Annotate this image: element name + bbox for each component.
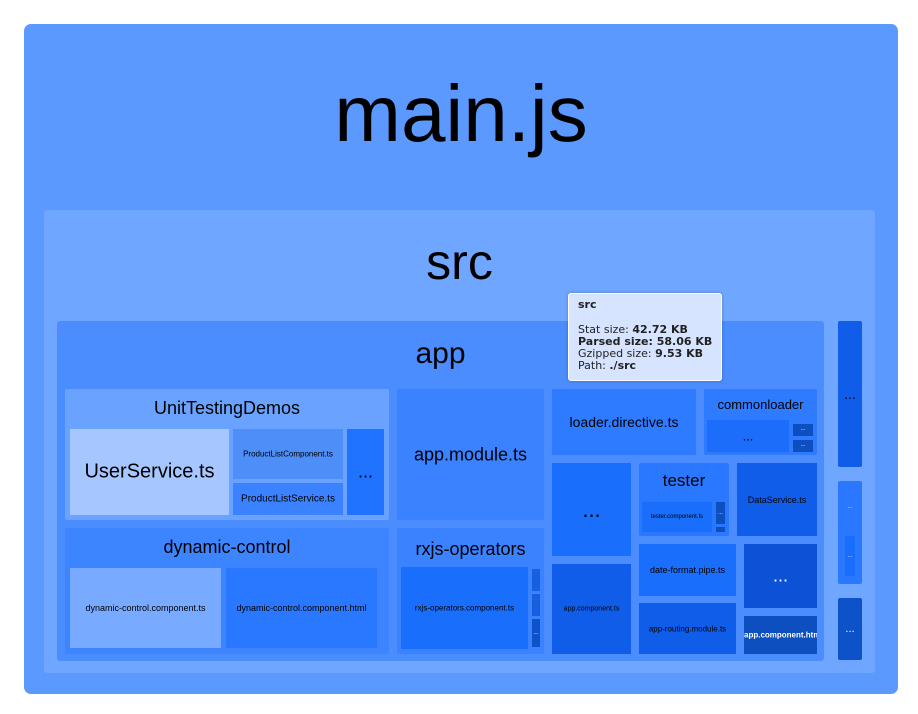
commonloader-label: commonloader bbox=[717, 397, 804, 412]
tooltip-parsed-row: Parsed size: 58.06 KB bbox=[578, 336, 712, 348]
tooltip-gzip-value: 9.53 KB bbox=[655, 347, 703, 360]
unit-testing-demos-label: UnitTestingDemos bbox=[153, 398, 301, 418]
loader-directive-label: loader.directive.ts bbox=[569, 414, 679, 430]
treemap-cell-dynamic-control-component-ts[interactable]: dynamic-control.component.ts bbox=[70, 568, 221, 648]
src-more-3-label: ... bbox=[845, 623, 855, 635]
dynamic-control-component-ts-label: dynamic-control.component.ts bbox=[85, 603, 206, 613]
treemap-cell-data-service[interactable]: DataService.ts bbox=[737, 463, 817, 536]
treemap-cell-src-more-1[interactable]: ... bbox=[838, 321, 862, 467]
rxjs-operators-component-label: rxjs-operators.component.ts bbox=[414, 603, 515, 613]
treemap-cell-user-service[interactable]: UserService.ts bbox=[70, 429, 229, 515]
treemap-cell-src-more-3[interactable]: ... bbox=[838, 598, 862, 660]
treemap-cell-commonloader-small-1[interactable]: ... bbox=[793, 424, 813, 436]
app-component-ts-label: app.component.ts bbox=[563, 605, 620, 613]
tooltip-path-label: Path: bbox=[578, 359, 610, 372]
treemap-cell-rxjs-operators-component[interactable]: rxjs-operators.component.ts bbox=[401, 567, 528, 649]
tooltip-gzip-row: Gzipped size: 9.53 KB bbox=[578, 348, 712, 360]
treemap-cell-app-component-ts[interactable]: app.component.ts bbox=[552, 564, 631, 654]
app-label: app bbox=[415, 337, 466, 370]
treemap-cell-app-module[interactable]: app.module.ts bbox=[397, 389, 544, 520]
treemap-cell-rxjs-small-2[interactable] bbox=[532, 594, 540, 616]
commonloader-small-1-dots: ... bbox=[800, 426, 806, 432]
src-label: src bbox=[426, 234, 493, 290]
main-js-label: main.js bbox=[334, 69, 588, 158]
treemap-cell-rxjs-small-3[interactable]: ... bbox=[532, 619, 540, 647]
size-tooltip: src Stat size: 42.72 KB Parsed size: 58.… bbox=[568, 293, 722, 381]
tester-small-1-dots: ... bbox=[717, 510, 723, 516]
dynamic-control-component-html-label: dynamic-control.component.html bbox=[236, 603, 367, 613]
tooltip-stat-label: Stat size: bbox=[578, 323, 633, 336]
app-more-2-label: ... bbox=[772, 565, 788, 586]
date-format-pipe-label: date-format.pipe.ts bbox=[649, 565, 726, 575]
tooltip-stat-row: Stat size: 42.72 KB bbox=[578, 324, 712, 336]
tester-component-label: tester.component.ts bbox=[650, 514, 704, 520]
tooltip-gzip-label: Gzipped size: bbox=[578, 347, 656, 360]
treemap-cell-src-more-2-inner[interactable]: ... bbox=[845, 536, 855, 576]
treemap-cell-app-more-2[interactable]: ... bbox=[744, 544, 817, 608]
commonloader-small-2-dots: ... bbox=[800, 442, 806, 448]
treemap-cell-loader-directive[interactable]: loader.directive.ts bbox=[552, 389, 696, 455]
tooltip-path-value: ./src bbox=[609, 359, 637, 372]
tooltip-parsed-label: Parsed size: bbox=[578, 335, 657, 348]
treemap-cell-date-format-pipe[interactable]: date-format.pipe.ts bbox=[639, 544, 736, 596]
treemap-cell-dynamic-control-component-html[interactable]: dynamic-control.component.html bbox=[226, 568, 377, 648]
product-list-service-label: ProductListService.ts bbox=[241, 493, 335, 505]
treemap-cell-app-component-html[interactable]: app.component.html bbox=[744, 616, 817, 654]
treemap-cell-app-routing-module[interactable]: app-routing.module.ts bbox=[639, 603, 736, 654]
rxjs-small-3-dots: ... bbox=[533, 630, 539, 636]
tester-label: tester bbox=[662, 471, 706, 490]
treemap-cell-commonloader-small-2[interactable]: ... bbox=[793, 440, 813, 452]
src-more-1-label: ... bbox=[844, 386, 856, 402]
treemap-cell-tester-small-2[interactable] bbox=[716, 527, 725, 532]
user-service-label: UserService.ts bbox=[84, 460, 215, 483]
product-list-component-label: ProductListComponent.ts bbox=[243, 449, 333, 459]
tooltip-parsed-value: 58.06 KB bbox=[656, 335, 713, 348]
treemap-cell-product-list-component[interactable]: ProductListComponent.ts bbox=[233, 429, 343, 479]
unit-testing-more-label: ... bbox=[357, 461, 373, 482]
src-more-2-dots: ... bbox=[847, 504, 853, 510]
treemap-cell-app-more-1[interactable]: ... bbox=[552, 463, 631, 556]
treemap-cell-rxjs-small-1[interactable] bbox=[532, 569, 540, 591]
src-more-2-inner-dots: ... bbox=[847, 553, 853, 559]
treemap-cell-tester-component[interactable]: tester.component.ts bbox=[642, 502, 712, 532]
tooltip-stat-value: 42.72 KB bbox=[632, 323, 688, 336]
app-more-1-label: ... bbox=[582, 496, 601, 522]
tooltip-path-row: Path: ./src bbox=[578, 360, 712, 372]
data-service-label: DataService.ts bbox=[747, 494, 807, 505]
app-component-html-label: app.component.html bbox=[744, 630, 817, 640]
dynamic-control-label: dynamic-control bbox=[163, 537, 291, 557]
rxjs-operators-label: rxjs-operators bbox=[415, 539, 526, 559]
treemap-cell-tester-small-1[interactable]: ... bbox=[716, 502, 725, 524]
treemap-cell-commonloader-inner[interactable]: ... bbox=[707, 420, 789, 452]
treemap-cell-unit-testing-more[interactable]: ... bbox=[347, 429, 384, 515]
tooltip-title: src bbox=[578, 298, 597, 311]
commonloader-more-label: ... bbox=[742, 428, 754, 444]
app-routing-module-label: app-routing.module.ts bbox=[648, 624, 727, 633]
app-module-label: app.module.ts bbox=[413, 444, 528, 464]
treemap-cell-product-list-service[interactable]: ProductListService.ts bbox=[233, 483, 343, 515]
